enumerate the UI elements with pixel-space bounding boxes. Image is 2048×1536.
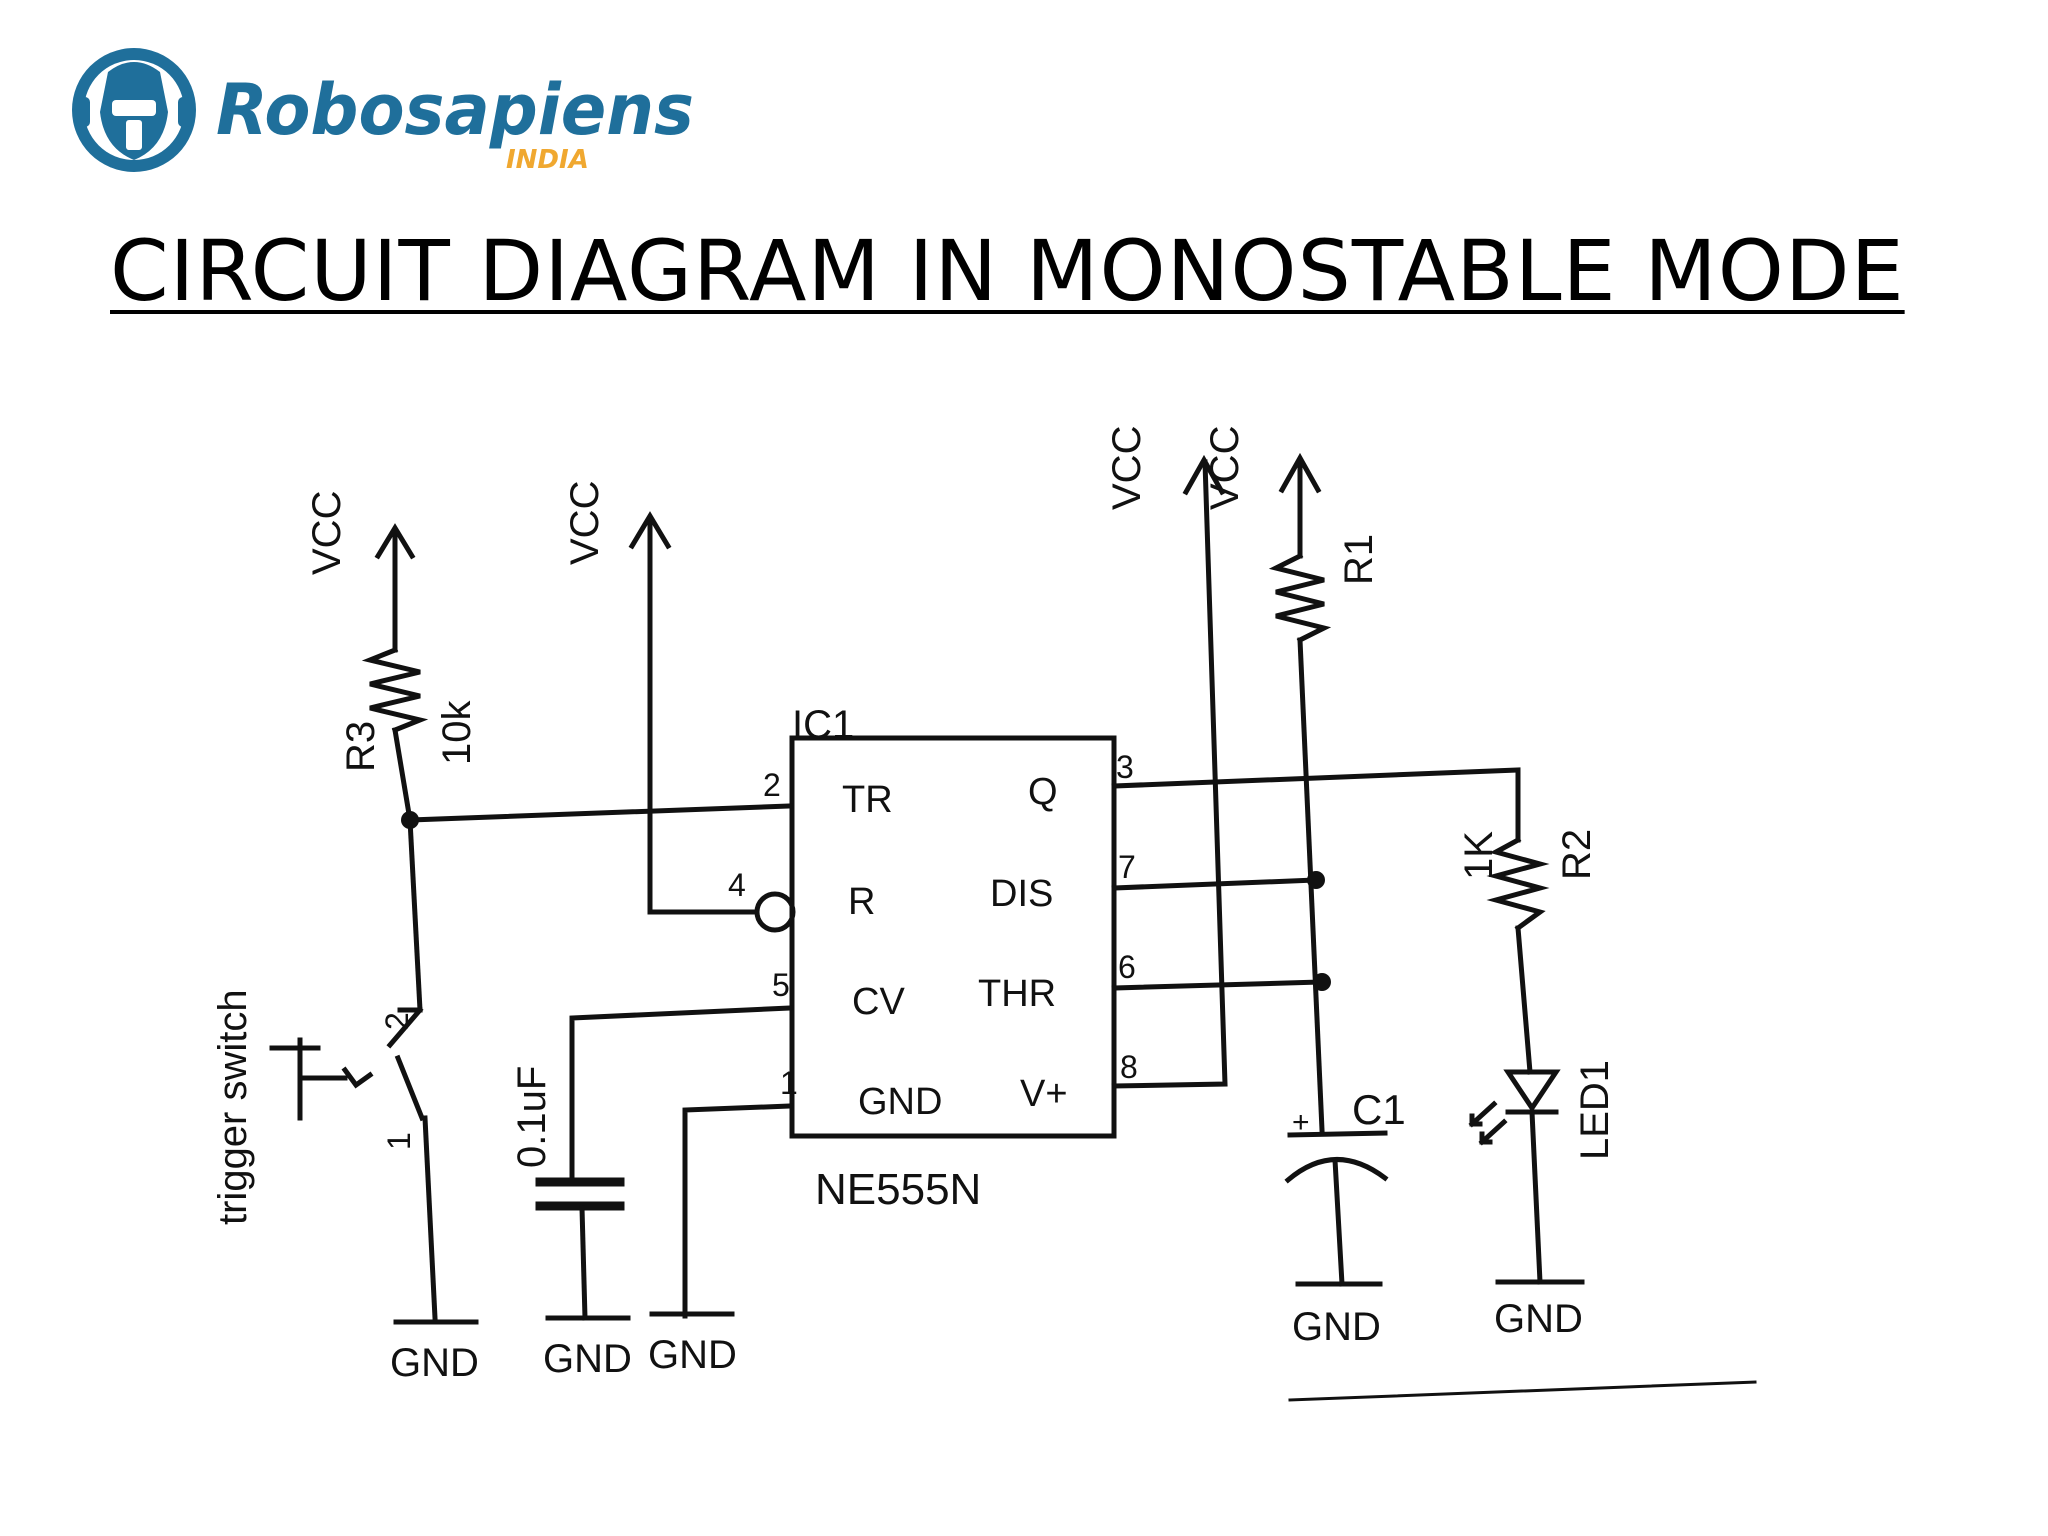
slide-title: CIRCUIT DIAGRAM IN MONOSTABLE MODE — [110, 222, 1905, 320]
pin-name-q: Q — [1028, 771, 1058, 813]
vcc-label-r3: VCC — [305, 491, 349, 575]
gnd-label-switch: GND — [390, 1341, 479, 1385]
r3-branch — [361, 523, 793, 1321]
ic-body — [789, 735, 1117, 1139]
pin-num-gnd: 1 — [780, 1065, 798, 1101]
ic-ref-label: IC1 — [792, 703, 854, 747]
pin-num-dis: 7 — [1118, 849, 1136, 885]
ic-gnd-wire — [682, 1103, 793, 1319]
gnd-label-cap: GND — [543, 1337, 632, 1381]
switch-pin-top: 2 — [379, 1012, 415, 1030]
vcc-label-vplus-b: VCC — [1203, 426, 1247, 510]
c1-polarity-label: + — [1292, 1106, 1310, 1139]
pin-num-cv: 5 — [772, 967, 790, 1003]
switch-label: trigger switch — [211, 989, 255, 1225]
switch-pin-bottom: 1 — [381, 1132, 417, 1150]
pin-num-r: 4 — [728, 867, 746, 903]
junction-dot-dis — [1307, 871, 1325, 889]
r2-value-label: 1K — [1457, 831, 1501, 880]
brand-name: Robosapiens — [216, 69, 694, 151]
pin-name-gnd: GND — [858, 1081, 942, 1123]
r2-ref-label: R2 — [1555, 829, 1599, 880]
r3-value-label: 10k — [435, 700, 479, 765]
vcc-label-reset: VCC — [563, 481, 607, 565]
pin-num-q: 3 — [1116, 749, 1134, 785]
pin-num-tr: 2 — [763, 767, 781, 803]
reset-wire — [628, 511, 796, 933]
gnd-label-led: GND — [1494, 1297, 1583, 1341]
trigger-switch-actuator — [269, 1037, 426, 1122]
thr-wire — [1111, 979, 1325, 991]
pin-name-cv: CV — [852, 981, 905, 1023]
vplus-wire — [1111, 454, 1228, 1089]
junction-dot-thr — [1313, 973, 1331, 991]
pin-name-dis: DIS — [990, 873, 1053, 915]
r3-ref-label: R3 — [339, 721, 383, 772]
led-ref-label: LED1 — [1573, 1060, 1617, 1160]
pin-name-thr: THR — [978, 973, 1056, 1015]
cv-capacitor — [535, 1005, 793, 1321]
c-cv-value-label: 0.1uF — [510, 1066, 554, 1168]
pin-name-r: R — [848, 881, 875, 923]
r1-ref-label: R1 — [1337, 534, 1381, 585]
pin-name-vplus: V+ — [1020, 1073, 1068, 1115]
junction-dot-trigger — [401, 811, 419, 829]
ic-part-label: NE555N — [815, 1165, 981, 1214]
pin-name-tr: TR — [842, 779, 893, 821]
pin-num-thr: 6 — [1118, 949, 1136, 985]
brand-sub: INDIA — [506, 145, 589, 175]
stray-line — [1288, 1380, 1757, 1402]
gnd-label-c1: GND — [1292, 1305, 1381, 1349]
output-branch — [1111, 767, 1561, 1285]
robosapiens-logo: Robosapiens INDIA — [72, 48, 694, 175]
gnd-label-ic: GND — [648, 1333, 737, 1377]
robot-head-icon — [72, 48, 196, 172]
vcc-label-vplus-a: VCC — [1105, 426, 1149, 510]
c1-ref-label: C1 — [1352, 1086, 1406, 1133]
pin-num-vplus: 8 — [1120, 1049, 1138, 1085]
dis-wire — [1111, 877, 1319, 891]
